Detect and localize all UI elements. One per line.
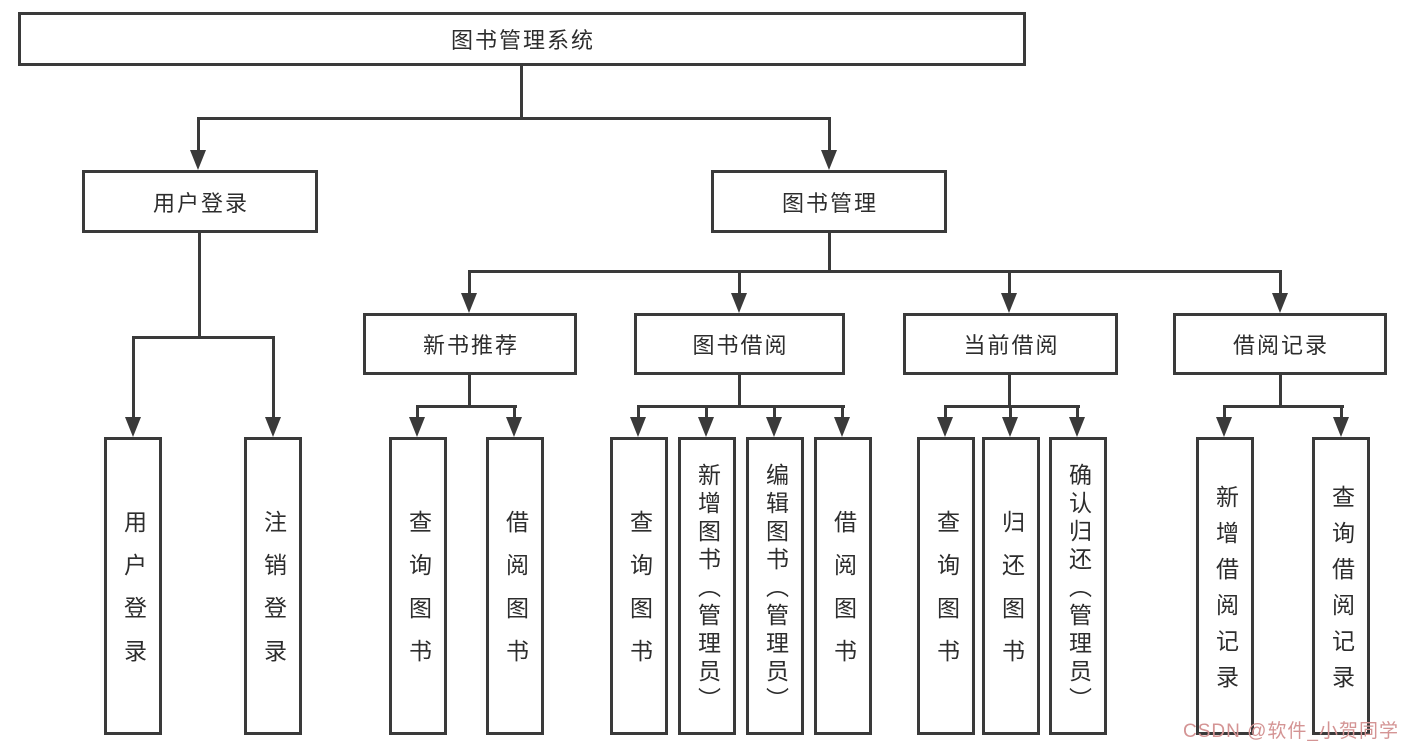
connector-line [416,405,517,408]
arrow-down-icon [1069,417,1085,437]
leaf-query-books-recommend: 查询图书 [389,437,447,735]
connector-line [637,405,640,419]
connector-line [1279,270,1282,295]
leaf-confirm-return-admin: 确认归还（管理员） [1049,437,1107,735]
arrow-down-icon [265,417,281,437]
connector-line [637,405,845,408]
connector-line [773,405,776,419]
connector-line [520,66,523,117]
arrow-down-icon [190,150,206,170]
leaf-borrow-books: 借阅图书 [814,437,872,735]
arrow-down-icon [698,417,714,437]
node-user-login: 用户登录 [82,170,318,233]
arrow-down-icon [731,293,747,313]
arrow-down-icon [1002,417,1018,437]
connector-line [1009,405,1012,419]
node-library-system: 图书管理系统 [18,12,1026,66]
connector-line [468,270,471,295]
leaf-edit-book-admin: 编辑图书（管理员） [746,437,804,735]
connector-line [1279,375,1282,407]
leaf-add-book-admin: 新增图书（管理员） [678,437,736,735]
connector-line [738,270,741,295]
leaf-query-books-borrow: 查询图书 [610,437,668,735]
arrow-down-icon [409,417,425,437]
arrow-down-icon [821,150,837,170]
arrow-down-icon [506,417,522,437]
connector-line [197,117,831,120]
connector-line [1340,405,1343,419]
connector-line [272,336,275,419]
connector-line [468,375,471,407]
connector-line [705,405,708,419]
connector-line [944,405,947,419]
connector-line [1076,405,1079,419]
arrow-down-icon [630,417,646,437]
connector-line [197,117,200,153]
node-new-book-recommend: 新书推荐 [363,313,577,375]
connector-line [828,117,831,153]
connector-line [828,233,831,272]
connector-line [468,270,1282,273]
leaf-logout: 注销登录 [244,437,302,735]
arrow-down-icon [1001,293,1017,313]
connector-line [1008,270,1011,295]
arrow-down-icon [1216,417,1232,437]
leaf-add-borrow-record: 新增借阅记录 [1196,437,1254,735]
connector-line [513,405,516,419]
leaf-query-books-current: 查询图书 [917,437,975,735]
leaf-query-borrow-record: 查询借阅记录 [1312,437,1370,735]
arrow-down-icon [125,417,141,437]
connector-line [841,405,844,419]
connector-line [1008,375,1011,407]
arrow-down-icon [937,417,953,437]
connector-line [1223,405,1344,408]
node-book-management: 图书管理 [711,170,947,233]
leaf-return-books: 归还图书 [982,437,1040,735]
leaf-borrow-books-recommend: 借阅图书 [486,437,544,735]
connector-line [132,336,135,419]
node-borrow-records: 借阅记录 [1173,313,1387,375]
node-book-borrow: 图书借阅 [634,313,845,375]
watermark: CSDN @软件_小贺同学 [1183,721,1399,742]
connector-line [944,405,1080,408]
arrow-down-icon [766,417,782,437]
arrow-down-icon [834,417,850,437]
connector-line [1223,405,1226,419]
node-current-borrow: 当前借阅 [903,313,1118,375]
connector-line [132,336,275,339]
connector-line [416,405,419,419]
arrow-down-icon [461,293,477,313]
connector-line [738,375,741,407]
arrow-down-icon [1333,417,1349,437]
leaf-user-login: 用户登录 [104,437,162,735]
connector-line [198,233,201,336]
arrow-down-icon [1272,293,1288,313]
